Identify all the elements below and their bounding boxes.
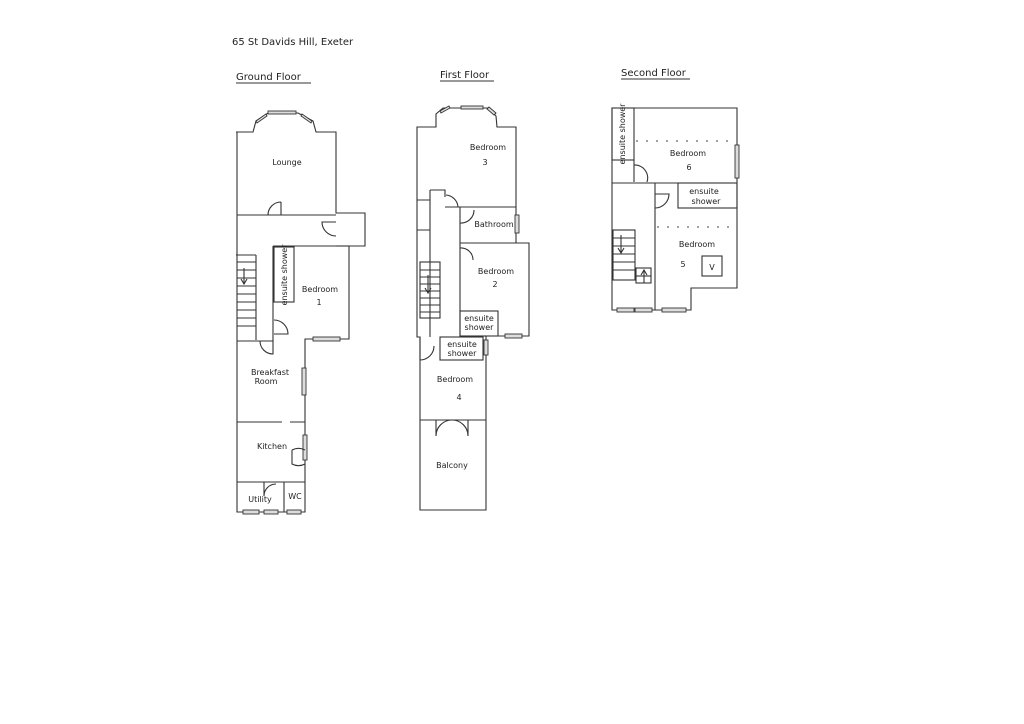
room-wc: WC — [288, 492, 302, 501]
room-breakfast-2: Room — [255, 377, 278, 386]
first-floor: First Floor Bedroom 3 Bathroom Bedroom 2… — [416, 70, 530, 511]
room-bedroom-6-number: 6 — [686, 163, 691, 172]
room-bedroom-5: Bedroom — [679, 240, 715, 249]
room-ensuite-5-line2: shower — [692, 197, 722, 206]
room-ensuite-4-line2: shower — [448, 349, 478, 358]
room-bedroom-4-number: 4 — [456, 393, 461, 402]
room-ensuite-4: ensuite — [447, 340, 477, 349]
room-ensuite-6: ensuite shower — [618, 103, 627, 165]
first-floor-heading: First Floor — [440, 70, 490, 81]
room-ensuite-2: ensuite — [464, 314, 494, 323]
room-bedroom-2: Bedroom — [478, 267, 514, 276]
room-bedroom-1-number: 1 — [316, 298, 321, 307]
ground-floor: Ground Floor Lounge ensuite shower Bedro… — [236, 72, 366, 515]
property-address: 65 St Davids Hill, Exeter — [232, 37, 354, 48]
room-bedroom-6: Bedroom — [670, 149, 706, 158]
velux-window-marker: V — [709, 263, 715, 272]
room-lounge: Lounge — [272, 158, 301, 167]
room-bedroom-2-number: 2 — [492, 280, 497, 289]
room-bedroom-5-number: 5 — [680, 260, 685, 269]
room-bedroom-1: Bedroom — [302, 285, 338, 294]
room-ground-ensuite: ensuite shower — [280, 244, 289, 306]
room-utility: Utility — [248, 495, 272, 504]
room-breakfast: Breakfast — [251, 368, 289, 377]
room-bedroom-4: Bedroom — [437, 375, 473, 384]
stairs-down-arrow-icon — [617, 235, 625, 255]
stairs-up-arrow-icon — [640, 268, 648, 283]
stairs-down-arrow-icon — [424, 275, 432, 295]
room-bathroom: Bathroom — [474, 220, 514, 229]
second-floor: Second Floor ensuite shower Bedroom 6 en… — [611, 68, 740, 313]
room-bedroom-3-number: 3 — [482, 158, 487, 167]
room-ensuite-5: ensuite — [689, 187, 719, 196]
second-floor-heading: Second Floor — [621, 68, 687, 79]
room-bedroom-3: Bedroom — [470, 143, 506, 152]
room-ensuite-2-line2: shower — [465, 323, 495, 332]
stairs-down-arrow-icon — [240, 268, 248, 286]
ground-floor-heading: Ground Floor — [236, 72, 302, 83]
room-kitchen: Kitchen — [257, 442, 287, 451]
room-balcony: Balcony — [436, 461, 468, 470]
